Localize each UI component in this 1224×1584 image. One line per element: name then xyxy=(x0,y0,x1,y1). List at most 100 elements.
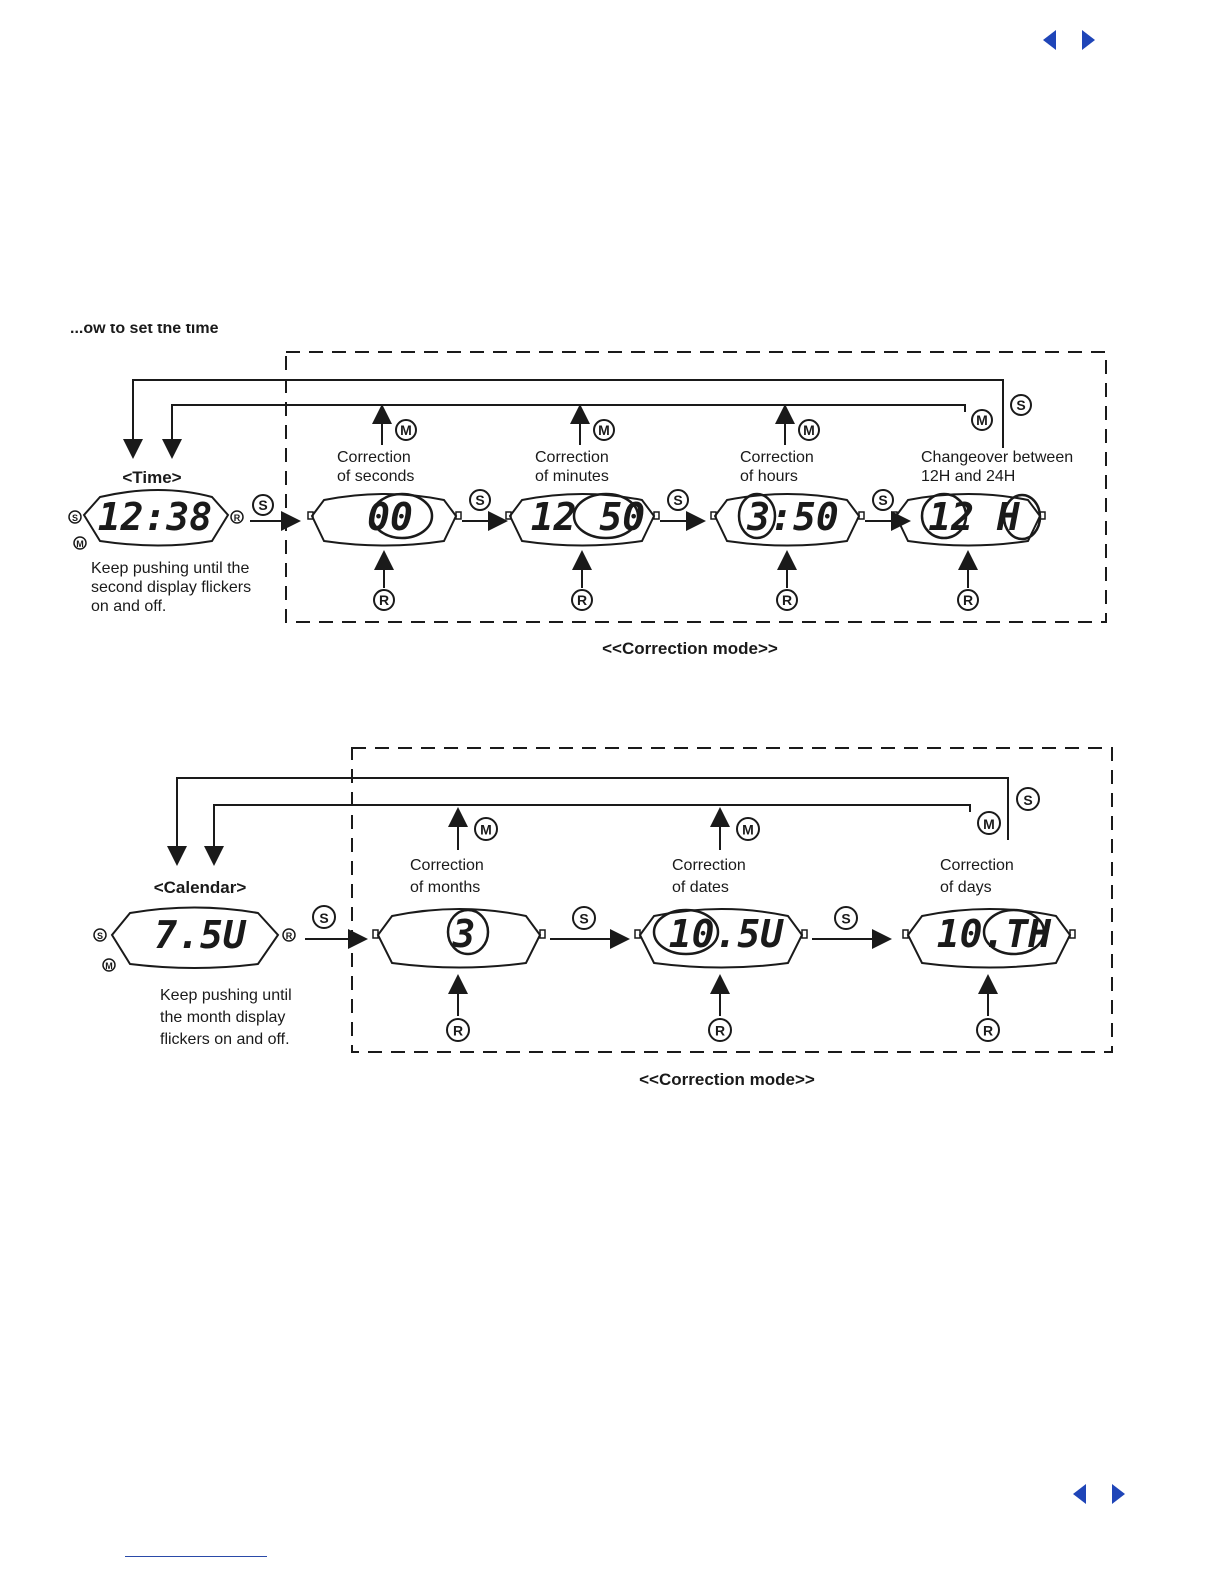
prev-page-icon[interactable] xyxy=(1070,1482,1088,1506)
time-correction-box xyxy=(285,351,1107,623)
time-step-display: 3:50 xyxy=(746,495,839,539)
m-button-icon: M xyxy=(971,409,993,431)
svg-text:M: M xyxy=(400,422,412,438)
m-button-icon: M xyxy=(736,817,760,841)
svg-text:S: S xyxy=(475,492,484,508)
calendar-correction-box xyxy=(351,747,1113,1053)
calendar-return-s-line xyxy=(167,777,1009,866)
svg-text:R: R xyxy=(963,592,973,608)
highlight-ring xyxy=(920,492,968,540)
m-button-icon: M xyxy=(102,958,116,972)
time-watch-display: 12:38 xyxy=(98,495,212,539)
svg-text:S: S xyxy=(72,513,78,523)
r-button-icon: R xyxy=(708,1018,732,1042)
svg-text:S: S xyxy=(1023,792,1032,808)
time-step-display: 00 xyxy=(367,495,413,539)
r-button-icon: R xyxy=(571,589,593,611)
calendar-mode-label: <<Correction mode>> xyxy=(639,1070,815,1089)
s-button-icon: S xyxy=(572,906,596,930)
svg-text:S: S xyxy=(579,910,588,926)
highlight-ring xyxy=(982,908,1046,956)
calendar-watch-display: 7.5U xyxy=(154,913,247,957)
svg-text:M: M xyxy=(742,821,754,837)
svg-text:R: R xyxy=(286,931,293,941)
svg-text:R: R xyxy=(234,513,241,523)
svg-text:S: S xyxy=(673,492,682,508)
footer-link-underline[interactable] xyxy=(125,1556,267,1557)
calendar-step-display: 10.5U xyxy=(669,912,785,956)
time-title: <Time> xyxy=(122,468,181,487)
svg-text:R: R xyxy=(715,1022,725,1038)
calendar-watch-face xyxy=(110,906,280,969)
next-page-icon[interactable] xyxy=(1080,28,1098,52)
svg-text:R: R xyxy=(577,592,587,608)
r-button-icon: R xyxy=(373,589,395,611)
time-step-watch-face xyxy=(713,493,861,547)
calendar-start-note: Keep pushing until the month display fli… xyxy=(160,987,296,1048)
s-button-icon: S xyxy=(667,489,689,511)
r-button-icon: R xyxy=(776,589,798,611)
r-button-icon: R xyxy=(957,589,979,611)
svg-text:M: M xyxy=(976,412,988,428)
time-watch-face xyxy=(82,489,230,547)
s-button-icon: S xyxy=(68,510,82,524)
time-step-display: 12 H xyxy=(928,495,1021,539)
svg-text:M: M xyxy=(983,816,995,832)
calendar-step-watch-face xyxy=(376,908,542,969)
svg-text:S: S xyxy=(878,492,887,508)
time-diagram: S M <Time> 12:38 S M R Keep pushing unti… xyxy=(68,351,1107,658)
calendar-title: <Calendar> xyxy=(154,878,247,897)
bottom-page-nav xyxy=(1070,1482,1128,1506)
s-button-icon: S xyxy=(252,494,274,516)
svg-text:M: M xyxy=(76,539,84,549)
m-button-icon: M xyxy=(593,419,615,441)
s-button-icon: S xyxy=(1010,394,1032,416)
s-button-icon: S xyxy=(93,928,107,942)
time-step-display: 12 50 xyxy=(531,495,645,539)
svg-text:M: M xyxy=(598,422,610,438)
m-button-icon: M xyxy=(798,419,820,441)
m-button-icon: M xyxy=(73,536,87,550)
calendar-step-watch-face xyxy=(906,908,1072,969)
calendar-step-display: 3 xyxy=(452,912,476,956)
svg-text:S: S xyxy=(258,497,267,513)
prev-page-icon[interactable] xyxy=(1040,28,1058,52)
time-start-note: Keep pushing until the second display fl… xyxy=(91,560,256,615)
svg-text:R: R xyxy=(782,592,792,608)
r-button-icon: R xyxy=(230,510,244,524)
highlight-ring xyxy=(370,492,434,540)
s-button-icon: S xyxy=(872,489,894,511)
r-button-icon: R xyxy=(282,928,296,942)
svg-text:S: S xyxy=(841,910,850,926)
time-step-watch-face xyxy=(310,493,458,547)
s-button-icon: S xyxy=(312,905,336,929)
next-page-icon[interactable] xyxy=(1110,1482,1128,1506)
highlight-ring xyxy=(652,908,720,956)
s-button-icon: S xyxy=(834,906,858,930)
time-step-watch-face xyxy=(508,493,656,547)
highlight-ring xyxy=(446,908,490,956)
m-button-icon: M xyxy=(977,811,1001,835)
svg-text:S: S xyxy=(1016,397,1025,413)
calendar-return-m-line xyxy=(204,804,971,866)
calendar-diagram: S M <Calendar> 7.5U S M R Keep pushing u… xyxy=(93,747,1113,1089)
top-page-nav xyxy=(1040,28,1098,52)
svg-text:R: R xyxy=(983,1022,993,1038)
m-button-icon: M xyxy=(474,817,498,841)
r-button-icon: R xyxy=(446,1018,470,1042)
cropped-heading: ...ow to set the time xyxy=(70,320,219,337)
